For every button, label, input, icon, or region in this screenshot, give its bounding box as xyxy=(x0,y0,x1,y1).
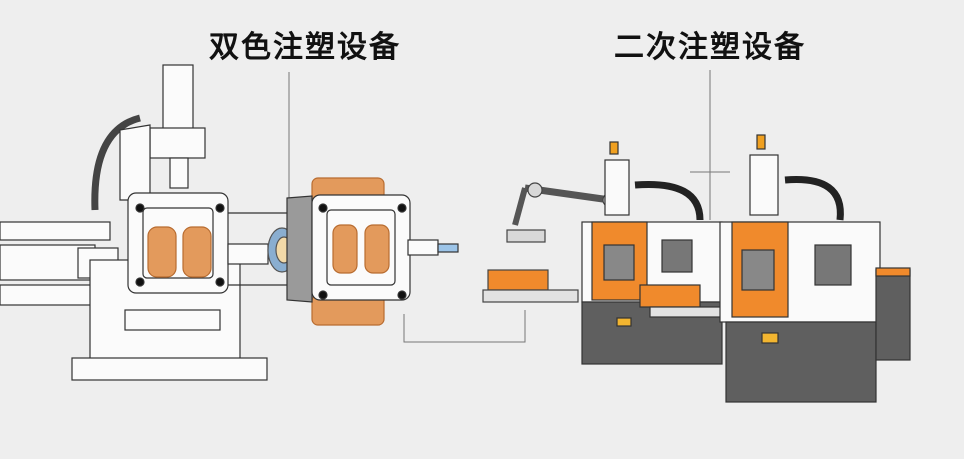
title-two-color-injection: 双色注塑设备 xyxy=(209,30,401,65)
secondary-injection-machines xyxy=(482,134,911,403)
leader-lines xyxy=(288,70,730,343)
title-secondary-injection: 二次注塑设备 xyxy=(614,30,806,65)
two-color-injection-machine xyxy=(0,64,459,381)
machine-2 xyxy=(719,134,911,403)
machine-1 xyxy=(581,141,741,365)
robot-arm xyxy=(482,182,618,303)
